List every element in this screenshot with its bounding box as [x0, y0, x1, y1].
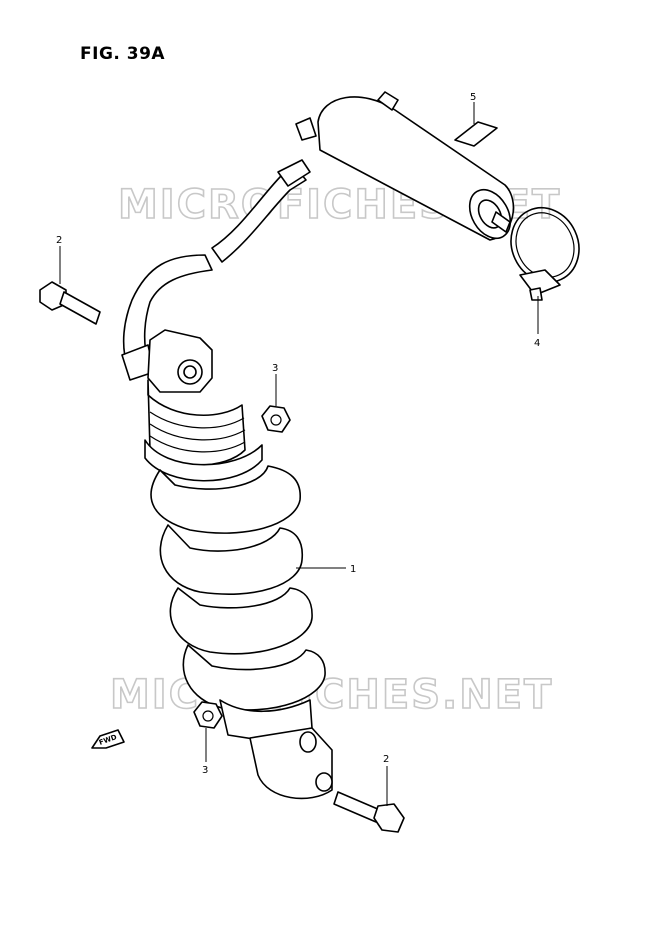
callout-2-upper: 2: [56, 235, 62, 246]
lower-mounting-bolt: [333, 791, 405, 833]
callout-1: 1: [350, 564, 356, 575]
upper-nut: [261, 405, 291, 433]
callout-2-lower: 2: [383, 754, 389, 765]
cushion-pad: [454, 121, 498, 147]
callout-3-lower: 3: [202, 765, 208, 776]
reservoir-canister: [295, 91, 515, 241]
figure-title: FIG. 39A: [80, 44, 166, 64]
upper-mounting-bolt: [39, 281, 101, 325]
reservoir-hose: [121, 159, 311, 381]
callout-3-upper: 3: [272, 363, 278, 374]
lower-nut: [193, 701, 223, 729]
callout-5: 5: [470, 92, 476, 103]
watermark-bottom: MICROFICHES.NET: [110, 672, 553, 718]
callouts: 5 4 2 3 1 3 2: [56, 92, 540, 806]
forward-direction-arrow: FWD: [91, 729, 125, 749]
shock-absorber-body: [144, 329, 333, 800]
callout-4: 4: [534, 338, 540, 349]
hose-clamp: [510, 207, 580, 301]
